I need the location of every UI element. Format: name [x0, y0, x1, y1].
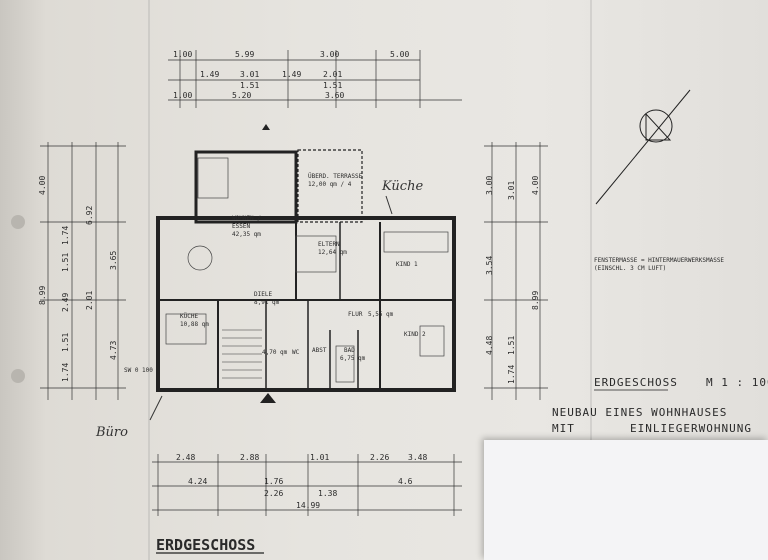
dim-right: 4.48: [485, 336, 494, 355]
dim-left: 1.51: [61, 333, 70, 352]
title-scale: M 1 : 100: [706, 376, 768, 389]
dim-left: 8.99: [38, 286, 47, 305]
room-diele: DIELE: [254, 291, 272, 298]
furniture: [165, 157, 449, 383]
dim-left: 1.51: [61, 253, 70, 272]
dim-right: 3.01: [507, 181, 516, 200]
dim-top: 1.49: [200, 70, 219, 79]
dim-bottom: 2.26: [370, 453, 389, 462]
dim-bottom: 2.26: [264, 489, 283, 498]
room-essen: ESSEN: [232, 223, 250, 230]
room-abst: ABST: [312, 347, 327, 354]
room-wc: WC: [292, 349, 300, 356]
dim-left: 2.01: [85, 291, 94, 310]
dim-left: 1.74: [61, 226, 70, 245]
room-kueche: KÜCHE: [180, 313, 198, 320]
dim-right: 1.74: [507, 365, 516, 384]
building-walls: [156, 149, 456, 392]
room-flur: FLUR: [348, 311, 363, 318]
room-wohnen-area: 42,35 qm: [232, 231, 261, 238]
room-terrasse: ÜBERD. TERRASSE: [308, 173, 363, 180]
title-mit: MIT: [552, 422, 575, 435]
dim-top: 5.00: [390, 50, 409, 59]
footer-title: ERDGESCHOSS: [156, 536, 255, 554]
note-sw: SW 0 100: [124, 367, 153, 374]
dim-bottom: 2.88: [240, 453, 259, 462]
dim-right: 8.99: [531, 291, 540, 310]
entrance-markers: [260, 124, 276, 403]
dim-left: 4.00: [38, 176, 47, 195]
dim-right: 3.54: [485, 256, 494, 275]
room-diele-area: 8,91 qm: [254, 299, 280, 306]
left-dimension-labels: 4.00 8.99 6.92 1.74 3.65 1.51 2.49 1.51 …: [38, 176, 118, 382]
dim-top: 3.60: [325, 91, 344, 100]
dim-bottom-total: 14.99: [296, 501, 320, 510]
dim-left: 6.92: [85, 206, 94, 225]
north-arrow-icon: [595, 89, 691, 205]
handwritten-buero: Büro: [95, 425, 128, 440]
dim-bottom: 4.6: [398, 477, 413, 486]
dim-top: 1.49: [282, 70, 301, 79]
room-kueche-area: 10,88 qm: [180, 321, 209, 328]
title-einlieger: EINLIEGERWOHNUNG: [630, 422, 752, 435]
title-neubau: NEUBAU EINES WOHNHAUSES: [552, 406, 727, 419]
room-treppe-area: 4,70 qm: [262, 349, 288, 356]
room-bad: BAD: [344, 347, 355, 354]
room-labels: ÜBERD. TERRASSE 12,00 qm / 4 WOHNEN / ES…: [124, 173, 426, 374]
dim-bottom: 1.01: [310, 453, 329, 462]
dim-left: 1.74: [61, 363, 70, 382]
room-terrasse-area: 12,00 qm / 4: [308, 181, 352, 188]
dim-right: 4.00: [531, 176, 540, 195]
dim-top: 1.00: [173, 50, 192, 59]
dim-bottom: 1.38: [318, 489, 337, 498]
dim-bottom: 4.24: [188, 477, 207, 486]
room-wohnen: WOHNEN /: [232, 215, 261, 222]
room-flur-area: 5,55 qm: [368, 311, 394, 318]
handwritten-arrow: [149, 395, 163, 421]
room-eltern-area: 12,64 qm: [318, 249, 347, 256]
left-dimension-lines: [40, 142, 126, 400]
dim-top: 3.00: [320, 50, 339, 59]
dim-right: 1.51: [507, 336, 516, 355]
top-dimension-lines: [168, 50, 462, 108]
dim-left: 2.49: [61, 293, 70, 312]
title-erdgeschoss: ERDGESCHOSS: [594, 376, 678, 389]
dim-bottom: 3.48: [408, 453, 427, 462]
bottom-dimension-lines: [152, 454, 462, 516]
dim-left: 3.65: [109, 251, 118, 270]
punch-hole: [11, 369, 25, 383]
punch-hole: [11, 215, 25, 229]
note-fenster: FENSTERMASSE = HINTERMAUERWERKSMASSE: [594, 257, 724, 264]
room-kind1: KIND 1: [396, 261, 418, 268]
dim-top: 5.20: [232, 91, 251, 100]
dim-left: 4.73: [109, 341, 118, 360]
dim-top: 2.01: [323, 70, 342, 79]
room-kind2: KIND 2: [404, 331, 426, 338]
handwritten-kueche: Küche: [381, 179, 423, 194]
dim-right: 3.00: [485, 176, 494, 195]
note-einschl: (EINSCHL. 3 CM LUFT): [594, 265, 666, 272]
staircase: [222, 329, 262, 379]
handwritten-arrow: [385, 195, 393, 215]
dim-top: 3.01: [240, 70, 259, 79]
dim-top: 1.51: [240, 81, 259, 90]
dim-bottom: 2.48: [176, 453, 195, 462]
dim-top: 1.00: [173, 91, 192, 100]
dim-top: 1.51: [323, 81, 342, 90]
white-card-overlay: [484, 440, 768, 560]
dim-bottom: 1.76: [264, 477, 283, 486]
right-dimension-lines: [484, 142, 548, 400]
paper-fold: [590, 0, 592, 560]
dim-top: 5.99: [235, 50, 254, 59]
room-bad-area: 6,75 qm: [340, 355, 366, 362]
paper-fold: [148, 0, 150, 560]
right-dimension-labels: 3.00 4.00 3.01 3.54 8.99 4.48 1.51 1.74: [485, 176, 540, 384]
room-eltern: ELTERN: [318, 241, 340, 248]
